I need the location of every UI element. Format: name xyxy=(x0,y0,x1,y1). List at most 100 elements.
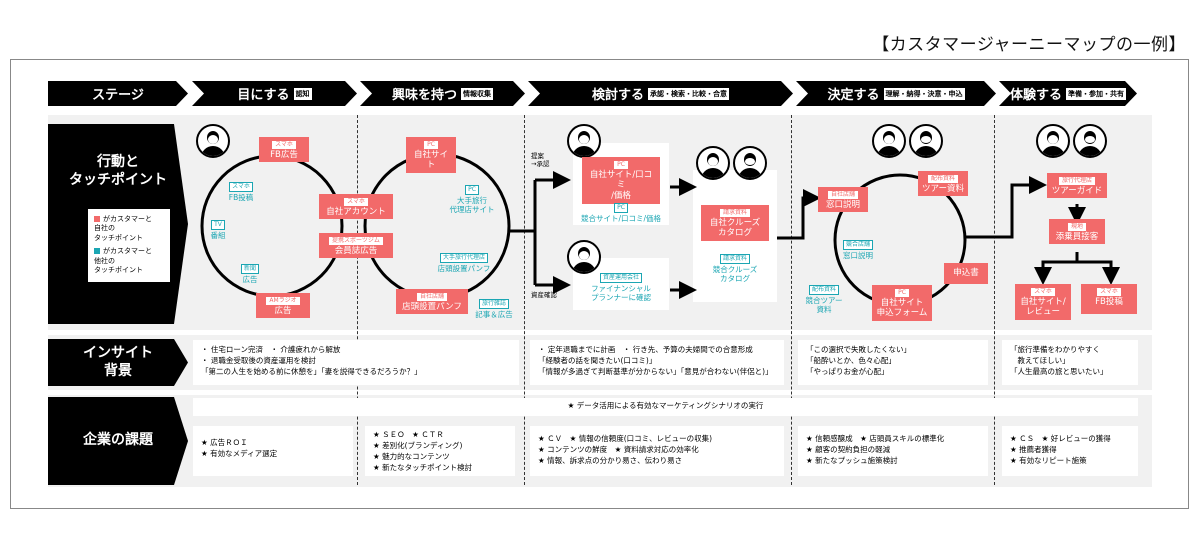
legend-text: がカスタマーと xyxy=(103,247,152,256)
legend-text: 自社の xyxy=(94,224,115,233)
touchpoint-tag: PC xyxy=(614,161,628,169)
touchpoint-label: 競合ツアー 資料 xyxy=(805,295,843,314)
touchpoint-tag: スマホ xyxy=(1031,288,1055,296)
touchpoint-label: 店頭設置パンフ xyxy=(437,263,491,273)
touchpoint-tag: 自社店舗 xyxy=(416,293,447,301)
row-label-text: 企業の課題 xyxy=(83,432,153,449)
issue-line: ★ 信頼感醸成 ★ 店頭員スキルの標準化 xyxy=(806,434,945,443)
touchpoint-tag: 旅行雑誌 xyxy=(478,299,509,309)
touchpoint-tag: 旅行代理店 xyxy=(1058,177,1095,185)
partner-avatar xyxy=(733,146,767,180)
stage-tag: 理解・納得・決意・申込 xyxy=(885,89,963,98)
touchpoint-tag: 請求資料 xyxy=(719,209,750,217)
legend-text: タッチポイント xyxy=(94,233,143,242)
touchpoint-tag: 自社店舗 xyxy=(827,191,858,199)
touchpoint-tag: PC xyxy=(424,141,438,149)
touchpoint-own: 自社店舗窓口説明 xyxy=(818,187,868,213)
stage-label: 目にする xyxy=(237,88,290,103)
issue-consider: ★ ＣＶ ★ 情報の信頼度(口コミ、レビューの収集) ★ コンテンツの鮮度 ★ … xyxy=(530,426,784,476)
partner-avatar xyxy=(909,124,943,158)
touchpoint-label: 窓口説明 xyxy=(843,250,873,260)
touchpoint-tag: スマホ xyxy=(1097,288,1121,296)
issue-line: ★ ＣＶ ★ 情報の信頼度(口コミ、レビューの収集) xyxy=(538,434,713,443)
insight-line: 「第二の人生を始める前に休憩を」「妻を説得できるだろうか？」 xyxy=(201,366,422,376)
insight-line: 「船酔いとか、色々心配」 xyxy=(806,355,896,365)
touchpoint-tag: 提携スポーツジム xyxy=(329,237,383,245)
customer-avatar xyxy=(872,124,906,158)
legend-other: がカスタマーと他社のタッチポイント xyxy=(94,247,164,275)
customer-avatar xyxy=(196,124,230,158)
issue-line: ★ 魅力的なコンテンツ xyxy=(373,451,450,461)
touchpoint-tag: スマホ xyxy=(272,141,296,149)
issue-line: ★ 推薦者獲得 xyxy=(1010,444,1057,454)
touchpoint-label: 自社サイト/口コミ /価格 xyxy=(589,169,653,201)
legend-text: タッチポイント xyxy=(94,266,143,275)
touchpoint-own: 申込書 xyxy=(944,263,988,284)
touchpoint-other: 大手旅行代理店店頭設置パンフ xyxy=(433,252,495,273)
issue-line: ★ 有効なリピート施策 xyxy=(1010,455,1087,465)
issue-awareness: ★ 広告ＲＯＩ ★ 有効なメディア選定 xyxy=(193,426,353,476)
stage-divider xyxy=(791,115,792,485)
stage-tag: 認知 xyxy=(295,89,310,98)
touchpoint-other: 競合店舗窓口説明 xyxy=(838,239,878,260)
stage-awareness: 目にする認知 xyxy=(192,81,357,106)
issue-line: ★ 顧客の契約負担の軽減 xyxy=(806,444,891,454)
row-label-insight: インサイト 背景 xyxy=(48,339,188,386)
issue-line: ★ 有効なメディア選定 xyxy=(201,448,278,458)
touchpoint-label: 広告 xyxy=(242,274,258,284)
stage-label: 興味を持つ xyxy=(391,88,457,103)
stage-consider: 検討する承認・検索・比較・合意 xyxy=(528,81,793,106)
insight-line: 「やっぱりお金が心配」 xyxy=(806,366,889,376)
stage-divider xyxy=(994,115,995,485)
stage-label: 体験する xyxy=(1009,88,1062,103)
touchpoint-tag: 競合店舗 xyxy=(842,240,873,250)
touchpoint-tag: 請求資料 xyxy=(719,254,750,264)
touchpoint-other: 旅行雑誌記事＆広告 xyxy=(472,298,516,319)
touchpoint-own: 自社店舗店頭設置パンフ xyxy=(396,289,468,315)
legend: がカスタマーと自社のタッチポイント がカスタマーと他社のタッチポイント xyxy=(88,209,170,282)
touchpoint-label: ツアー資料 xyxy=(922,183,964,194)
touchpoint-label: 自社サイト/ レビュー xyxy=(1020,296,1066,318)
stage-tag: 準備・参加・共有 xyxy=(1068,89,1124,98)
touchpoint-own: 現地添乗員接客 xyxy=(1049,219,1105,245)
touchpoint-tag: PC xyxy=(465,185,479,195)
issue-line: ★ 広告ＲＯＩ xyxy=(201,438,248,447)
touchpoint-label: 申込書 xyxy=(953,268,979,278)
stage-label: ステージ xyxy=(92,88,144,103)
touchpoint-label: 自社クルーズ カタログ xyxy=(709,217,761,239)
touchpoint-own: AMラジオ広告 xyxy=(256,293,310,319)
insight-early: ・ 住宅ローン完済 ・ 介護疲れから解放 ・ 退職金受取後の資産運用を検討 「第… xyxy=(193,340,519,385)
stage-tag: 承認・検索・比較・合意 xyxy=(650,89,727,98)
touchpoint-label: 自社アカウント xyxy=(326,206,386,217)
stage-label: 決定する xyxy=(827,88,880,103)
stage-interest: 興味を持つ情報収集 xyxy=(360,81,525,106)
own-swatch-icon xyxy=(94,216,100,222)
touchpoint-own: スマホ自社アカウント xyxy=(319,194,393,220)
touchpoint-tag: 新聞 xyxy=(240,264,259,274)
issue-line: ★ 新たなタッチポイント検討 xyxy=(373,462,473,472)
legend-own: がカスタマーと自社のタッチポイント xyxy=(94,215,164,243)
touchpoint-label: ファイナンシャル プランナーに確認 xyxy=(591,283,651,302)
touchpoint-label: 窓口説明 xyxy=(825,199,860,210)
touchpoint-label: 大手旅行 代理店サイト xyxy=(449,195,495,214)
stage-experience: 体験する準備・参加・共有 xyxy=(999,81,1137,106)
legend-text: がカスタマーと xyxy=(103,215,152,223)
touchpoint-label: 競合サイト/口コミ/価格 xyxy=(580,213,662,223)
touchpoint-other: 請求資料競合クルーズ カタログ xyxy=(701,253,769,283)
insight-line: ・ 退職金受取後の資産運用を検討 xyxy=(201,355,316,365)
touchpoint-label: 店頭設置パンフ xyxy=(402,301,462,312)
touchpoint-tag: 配布資料 xyxy=(927,175,958,183)
customer-avatar xyxy=(1036,124,1070,158)
touchpoint-own: スマホ自社サイト/ レビュー xyxy=(1015,284,1071,320)
touchpoint-other: 配布資料競合ツアー 資料 xyxy=(801,284,847,314)
customer-avatar xyxy=(696,146,730,180)
row-label-text: 背景 xyxy=(104,362,132,379)
legend-text: 他社の xyxy=(94,256,115,265)
customer-avatar xyxy=(567,240,601,274)
touchpoint-tag: AMラジオ xyxy=(266,297,300,305)
stage-divider xyxy=(357,115,358,485)
